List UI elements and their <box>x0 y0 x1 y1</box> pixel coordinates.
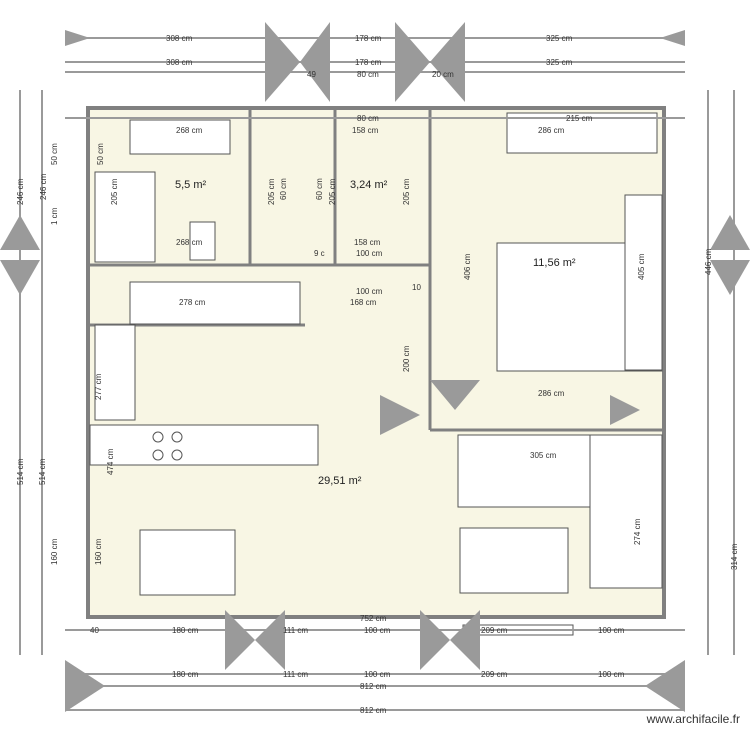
dim-label: 268 cm <box>176 126 203 135</box>
dim-label: 160 cm <box>94 538 103 565</box>
dim-label: 111 cm <box>283 670 308 679</box>
bedroom-wardrobe <box>624 194 663 371</box>
dim-label: 100 cm <box>598 626 625 635</box>
dim-label: 246 cm <box>39 173 48 200</box>
dim-label: 812 cm <box>360 706 387 715</box>
dim-label: 205 cm <box>110 178 119 205</box>
dim-label: 100 cm <box>356 287 383 296</box>
dim-label: 40 <box>90 626 99 635</box>
dim-label: 158 cm <box>354 238 381 247</box>
room-area-living: 29,51 m² <box>318 475 362 487</box>
dim-label: 286 cm <box>538 126 565 135</box>
dim-label: 752 cm <box>360 614 387 623</box>
outer-wall <box>86 106 666 619</box>
dim-label: 246 cm <box>16 178 25 205</box>
dim-label: 50 cm <box>96 143 105 165</box>
dim-label: 10 <box>412 283 421 292</box>
dim-label: 60 cm <box>279 178 288 200</box>
dim-label: 100 cm <box>364 626 391 635</box>
dim-label: 100 cm <box>598 670 625 679</box>
dim-label: 50 cm <box>50 143 59 165</box>
burner <box>171 431 183 443</box>
dimension-lines <box>19 37 735 711</box>
dim-label: 325 cm <box>546 34 573 43</box>
sofa-chaise <box>589 434 663 589</box>
room-area-bathroom: 5,5 m² <box>175 179 207 191</box>
arrowheads <box>0 22 750 712</box>
coffee-table <box>459 527 569 594</box>
dim-label: 274 cm <box>633 518 642 545</box>
dim-label: 474 cm <box>106 448 115 475</box>
burner <box>171 449 183 461</box>
shower <box>94 171 156 263</box>
dim-label: 314 cm <box>730 543 739 570</box>
dim-label: 111 cm <box>283 626 308 635</box>
dim-label: 277 cm <box>94 373 103 400</box>
dim-label: 80 cm <box>357 70 379 79</box>
dim-label: 205 cm <box>267 178 276 205</box>
dim-label: 268 cm <box>176 238 203 247</box>
dim-label: 286 cm <box>538 389 565 398</box>
dim-label: 49 <box>307 70 316 79</box>
dim-label: 200 cm <box>402 345 411 372</box>
dining-table <box>139 529 236 596</box>
dim-label: 100 cm <box>364 670 391 679</box>
dim-label: 308 cm <box>166 34 193 43</box>
dim-label: 158 cm <box>352 126 379 135</box>
dim-label: 205 cm <box>402 178 411 205</box>
burner <box>152 431 164 443</box>
room-area-hall: 3,24 m² <box>350 179 388 191</box>
dim-label: 1 cm <box>50 207 59 225</box>
dim-label: 178 cm <box>355 34 382 43</box>
dim-label: 209 cm <box>481 626 508 635</box>
dim-label: 215 cm <box>566 114 593 123</box>
dim-label: 180 cm <box>172 626 199 635</box>
dim-label: 209 cm <box>481 670 508 679</box>
dim-label: 308 cm <box>166 58 193 67</box>
dim-label: 205 cm <box>328 178 337 205</box>
dim-label: 446 cm <box>704 248 713 275</box>
wardrobe-top <box>506 112 658 154</box>
dim-label: 514 cm <box>38 458 47 485</box>
dim-label: 812 cm <box>360 682 387 691</box>
burner <box>152 449 164 461</box>
watermark: www.archifacile.fr <box>646 712 740 726</box>
side-counter <box>94 324 136 421</box>
toilet <box>189 221 216 261</box>
kitchen-island <box>89 424 319 466</box>
sink-unit <box>129 119 231 155</box>
dim-label: 160 cm <box>50 538 59 565</box>
kitchen-counter <box>129 281 301 325</box>
dim-label: 20 cm <box>432 70 454 79</box>
dim-label: 180 cm <box>172 670 199 679</box>
dim-label: 305 cm <box>530 451 557 460</box>
dim-label: 514 cm <box>16 458 25 485</box>
room-area-bedroom: 11,56 m² <box>533 257 576 269</box>
dim-label: 80 cm <box>357 114 379 123</box>
dim-label: 168 cm <box>350 298 377 307</box>
dim-label: 9 c <box>314 249 325 258</box>
dim-label: 325 cm <box>546 58 573 67</box>
dim-label: 100 cm <box>356 249 383 258</box>
dim-label: 278 cm <box>179 298 206 307</box>
furniture <box>89 112 663 636</box>
dim-label: 405 cm <box>637 253 646 280</box>
dim-label: 60 cm <box>315 178 324 200</box>
dim-label: 178 cm <box>355 58 382 67</box>
dim-label: 406 cm <box>463 253 472 280</box>
